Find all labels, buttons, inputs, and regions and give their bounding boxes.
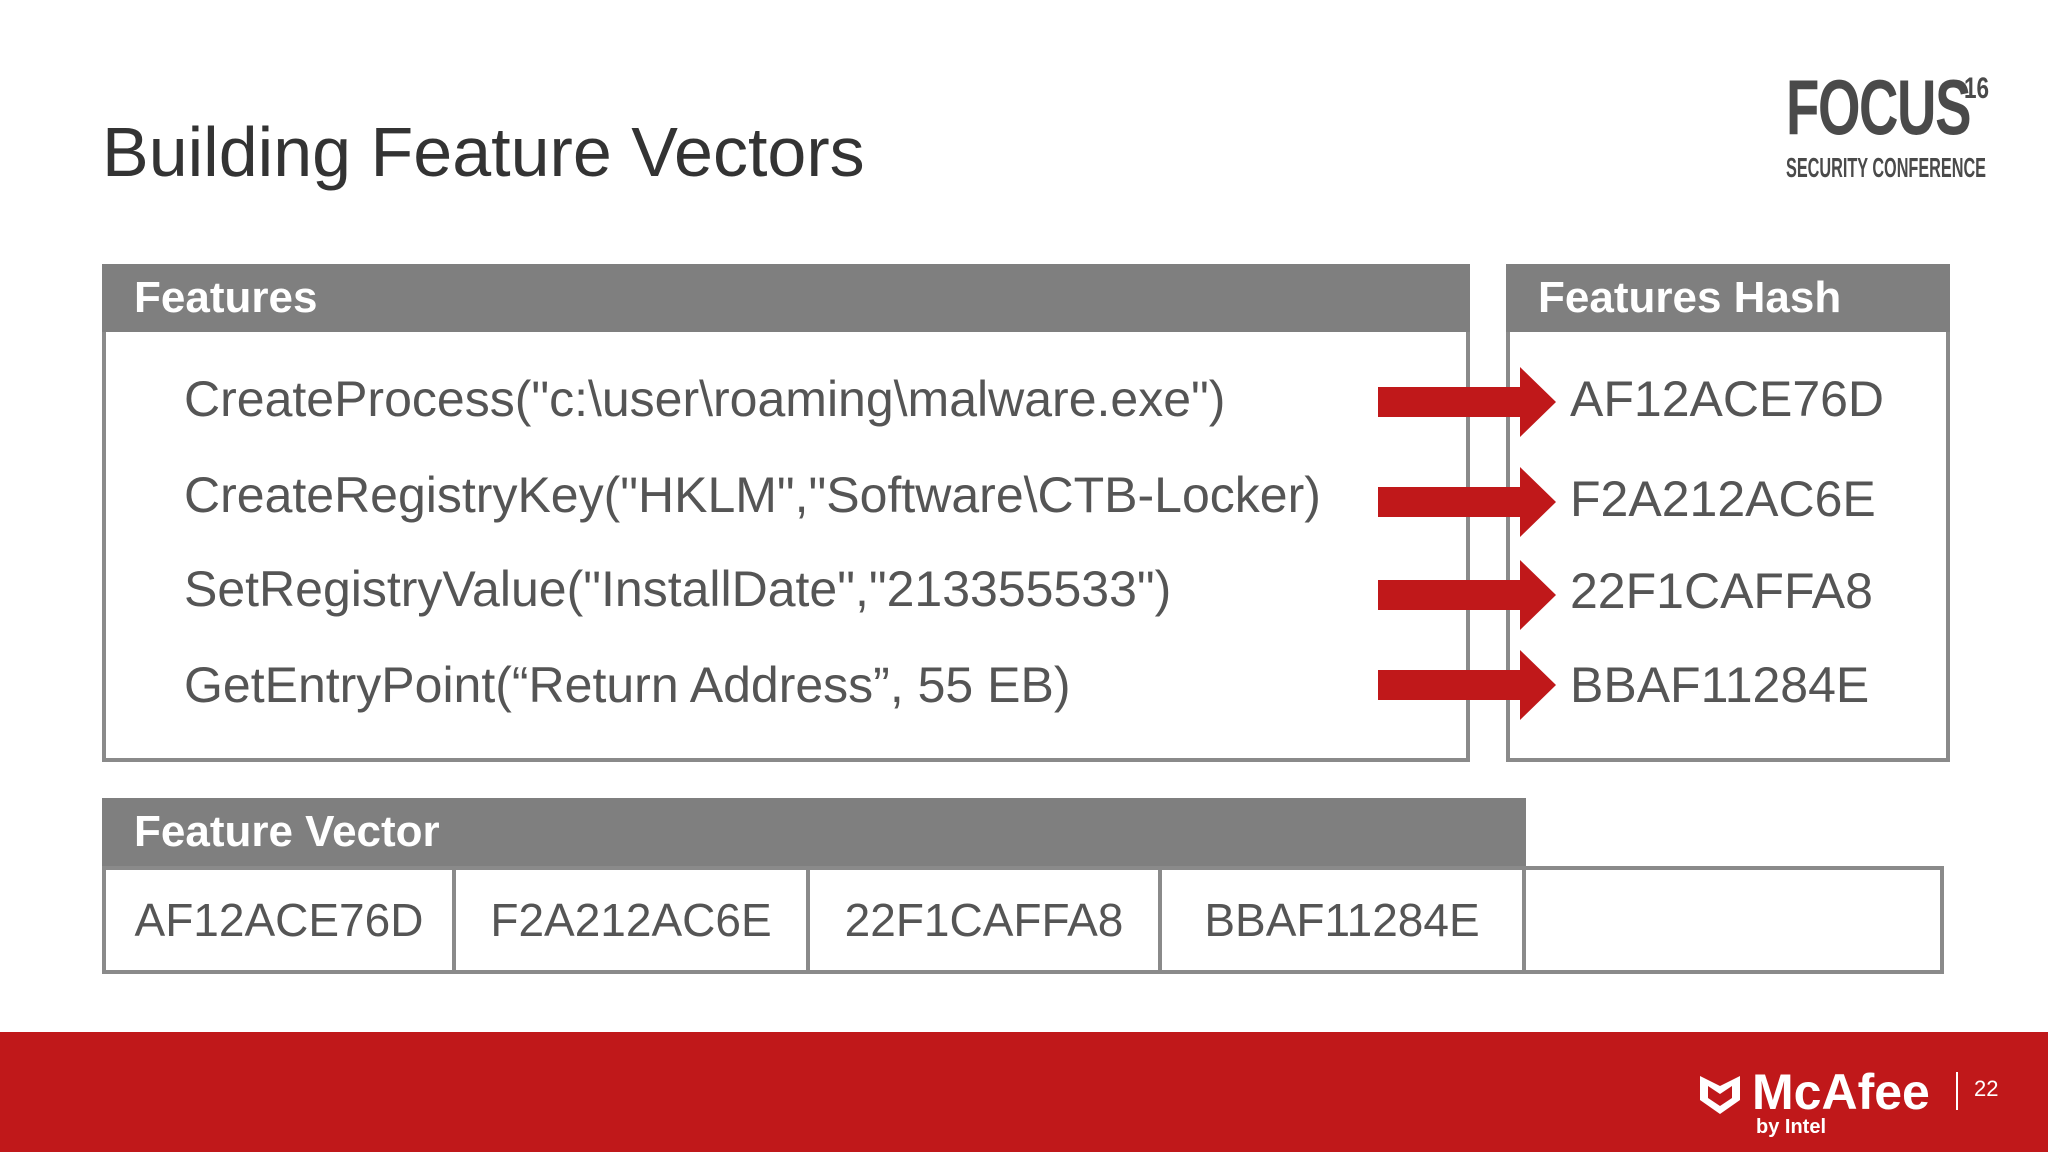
- feature-item: CreateProcess("c:\user\roaming\malware.e…: [184, 371, 1226, 427]
- hash-item: AF12ACE76D: [1570, 371, 1885, 427]
- logo-tagline: SECURITY CONFERENCE: [1786, 152, 1987, 183]
- vector-cell: BBAF11284E: [1162, 870, 1526, 970]
- features-panel: [102, 264, 1470, 762]
- feature-item: SetRegistryValue("InstallDate","21335553…: [184, 561, 1172, 617]
- arrow-right-icon: [1378, 467, 1556, 537]
- feature-item: CreateRegistryKey("HKLM","Software\CTB-L…: [184, 467, 1321, 523]
- logo-word: FOCUS: [1786, 63, 1971, 151]
- hash-item: F2A212AC6E: [1570, 471, 1876, 527]
- arrow-right-icon: [1378, 367, 1556, 437]
- vector-cell: F2A212AC6E: [456, 870, 810, 970]
- feature-item: GetEntryPoint(“Return Address”, 55 EB): [184, 657, 1071, 713]
- arrow-right-icon: [1378, 560, 1556, 630]
- logo-year: 16: [1964, 72, 1990, 105]
- focus-logo: FOCUS 16 SECURITY CONFERENCE: [1786, 68, 1996, 186]
- arrow-right-icon: [1378, 650, 1556, 720]
- vector-cell: 22F1CAFFA8: [810, 870, 1162, 970]
- footer-divider: [1956, 1072, 1958, 1110]
- mcafee-shield-icon: [1700, 1076, 1740, 1114]
- mcafee-brand-sub: by Intel: [1756, 1116, 1827, 1138]
- features-header: Features: [102, 264, 1470, 332]
- slide-title: Building Feature Vectors: [102, 113, 865, 191]
- features-hash-header: Features Hash: [1506, 264, 1950, 332]
- vector-cell-empty: [1526, 870, 1940, 970]
- hash-item: BBAF11284E: [1570, 657, 1870, 713]
- hash-item: 22F1CAFFA8: [1570, 563, 1873, 619]
- mcafee-brand: McAfee: [1752, 1064, 1930, 1120]
- page-number: 22: [1974, 1076, 1999, 1101]
- vector-cell: AF12ACE76D: [106, 870, 456, 970]
- feature-vector-header: Feature Vector: [102, 798, 1526, 866]
- feature-vector-row: AF12ACE76D F2A212AC6E 22F1CAFFA8 BBAF112…: [102, 866, 1944, 974]
- features-hash-panel: [1506, 264, 1950, 762]
